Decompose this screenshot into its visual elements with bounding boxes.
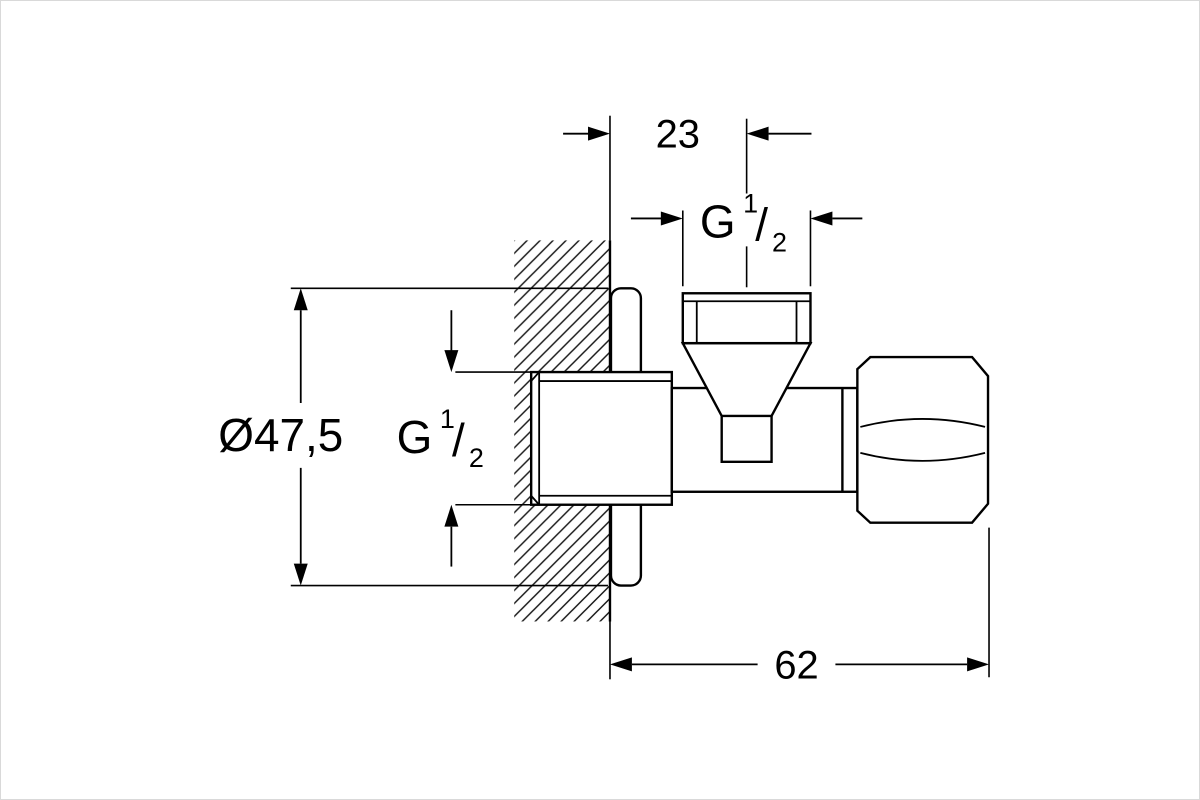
thread-letter: G — [700, 195, 736, 247]
arrowhead-icon — [810, 211, 833, 226]
arrowhead-icon — [293, 563, 308, 586]
dim-inlet-g12-label: G 1 / 2 — [397, 404, 484, 473]
arrowhead-icon — [293, 288, 308, 311]
dim-flange-dia-label: Ø47,5 — [218, 409, 343, 461]
arrowhead-icon — [746, 126, 769, 141]
thread-denominator: 2 — [772, 227, 787, 257]
thread-denominator: 2 — [469, 443, 484, 473]
dim-top-g12: G 1 / 2 — [630, 188, 863, 287]
dim-inlet-g12: G 1 / 2 — [397, 310, 531, 567]
dim-flange-dia: Ø47,5 — [218, 287, 608, 587]
top-outlet-neck — [720, 415, 773, 464]
inlet-thread-chamfer-bottom — [530, 495, 540, 506]
inlet-thread-chamfer-top — [530, 371, 540, 382]
thread-numerator: 1 — [440, 404, 455, 434]
arrowhead-icon — [967, 657, 990, 672]
nut-facet-arc-lower — [860, 451, 986, 462]
compression-nut — [856, 355, 990, 524]
dim-top-g12-label: G 1 / 2 — [700, 188, 787, 257]
arrowhead-icon — [660, 211, 683, 226]
thread-numerator: 1 — [743, 188, 758, 218]
dim-23-label: 23 — [656, 113, 700, 157]
compression-nut-outline — [856, 355, 990, 524]
thread-letter: G — [397, 411, 433, 463]
thread-slash: / — [452, 414, 465, 466]
nut-facet-arc-upper — [860, 418, 986, 428]
dim-62-label: 62 — [774, 643, 818, 687]
dim-23: 23 — [563, 113, 812, 288]
arrowhead-icon — [609, 657, 632, 672]
arrowhead-icon — [444, 350, 459, 373]
arrowhead-icon — [588, 126, 610, 141]
inlet-thread — [529, 370, 674, 506]
arrowhead-icon — [444, 504, 459, 527]
dim-62: 62 — [609, 527, 990, 687]
top-outlet-thread — [681, 292, 812, 345]
thread-slash: / — [755, 198, 768, 250]
inlet-thread-outline — [529, 370, 674, 506]
